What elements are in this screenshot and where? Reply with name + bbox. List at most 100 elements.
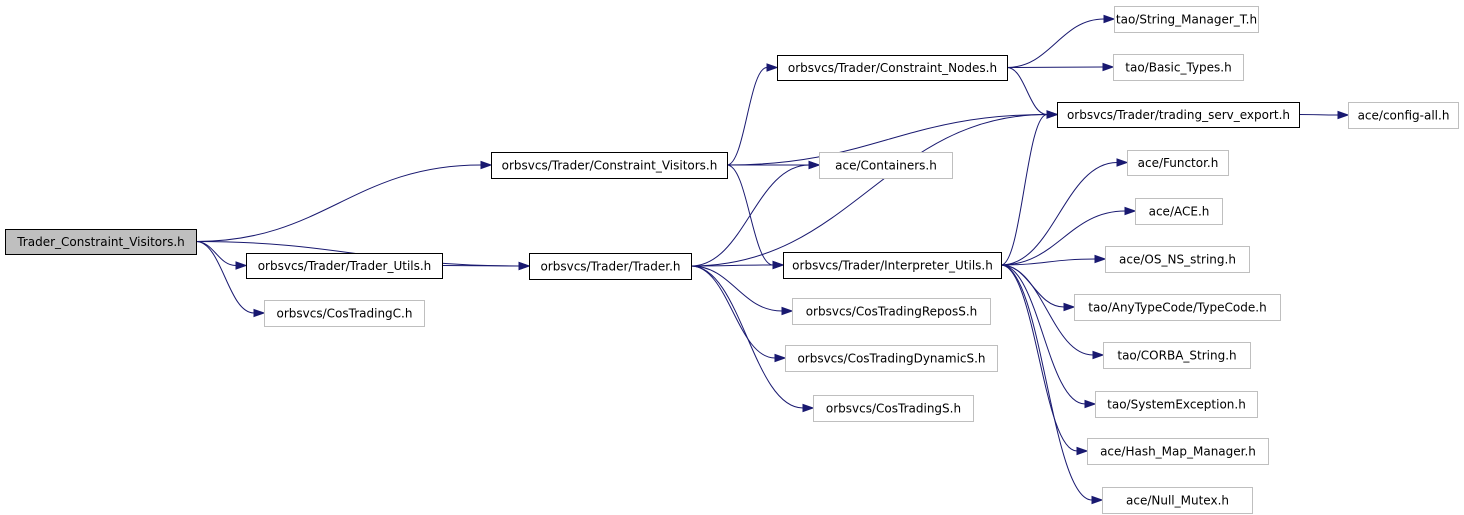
node-label-trader: orbsvcs/Trader/Trader.h (540, 260, 680, 274)
node-box-os-ns-string (1105, 246, 1250, 273)
arrowhead-trader-to-interpreter-utils (772, 260, 785, 270)
edge-trader-utils-to-trader (441, 265, 520, 267)
edge-root-to-cos-trading-c (195, 241, 255, 314)
node-hash-map-manager[interactable]: ace/Hash_Map_Manager.h (1087, 438, 1269, 465)
node-label-corba-string: tao/CORBA_String.h (1117, 349, 1236, 363)
node-box-trading-serv-export (1057, 102, 1300, 128)
node-box-ace-h (1135, 198, 1223, 225)
node-box-functor (1127, 150, 1229, 176)
arrowhead-interpreter-utils-to-typecode (1063, 302, 1076, 312)
node-box-typecode (1074, 294, 1281, 321)
node-label-trading-serv-export: orbsvcs/Trader/trading_serv_export.h (1067, 108, 1290, 122)
edge-trader-to-containers (690, 164, 810, 267)
node-cos-trading-repos-s[interactable]: orbsvcs/CosTradingReposS.h (792, 298, 991, 325)
arrowhead-interpreter-utils-to-system-exception (1084, 399, 1097, 409)
edge-trader-to-cos-trading-s (690, 265, 804, 409)
node-label-interpreter-utils: orbsvcs/Trader/Interpreter_Utils.h (792, 259, 993, 273)
node-box-basic-types (1113, 54, 1244, 81)
edge-trader-to-cos-trading-repos-s (690, 265, 783, 312)
node-os-ns-string[interactable]: ace/OS_NS_string.h (1105, 246, 1250, 273)
arrowhead-interpreter-utils-to-trading-serv-export (1046, 110, 1059, 119)
edge-root-to-trader-utils (195, 241, 237, 266)
arrowhead-constraint-visitors-to-constraint-nodes (766, 63, 779, 72)
arrowhead-interpreter-utils-to-null-mutex (1091, 495, 1104, 505)
node-box-hash-map-manager (1087, 438, 1269, 465)
node-label-root: Trader_Constraint_Visitors.h (16, 235, 185, 249)
node-box-string-manager-t (1114, 6, 1259, 33)
node-typecode[interactable]: tao/AnyTypeCode/TypeCode.h (1074, 294, 1281, 321)
edge-interpreter-utils-to-functor (1000, 162, 1118, 266)
node-functor[interactable]: ace/Functor.h (1127, 150, 1229, 176)
node-corba-string[interactable]: tao/CORBA_String.h (1103, 342, 1251, 369)
node-root[interactable]: Trader_Constraint_Visitors.h (5, 229, 197, 255)
node-box-cos-trading-c (264, 300, 425, 327)
nodes-layer: Trader_Constraint_Visitors.h orbsvcs/Trad… (5, 6, 1459, 514)
arrowhead-interpreter-utils-to-os-ns-string (1094, 254, 1107, 264)
node-system-exception[interactable]: tao/SystemException.h (1095, 391, 1258, 418)
edge-interpreter-utils-to-ace-h (1000, 210, 1126, 266)
node-box-cos-trading-dynamic-s (785, 345, 998, 372)
node-box-corba-string (1103, 342, 1251, 369)
node-trading-serv-export[interactable]: orbsvcs/Trader/trading_serv_export.h (1057, 102, 1300, 128)
node-box-constraint-visitors (491, 152, 728, 179)
edge-constraint-visitors-to-trading-serv-export (726, 114, 1048, 166)
node-label-functor: ace/Functor.h (1138, 156, 1219, 170)
node-label-system-exception: tao/SystemException.h (1107, 398, 1246, 412)
node-label-typecode: tao/AnyTypeCode/TypeCode.h (1088, 301, 1266, 315)
edge-constraint-nodes-to-trading-serv-export (1006, 67, 1048, 115)
arrowhead-trader-to-cos-trading-s (802, 403, 815, 413)
node-label-trader-utils: orbsvcs/Trader/Trader_Utils.h (258, 259, 432, 273)
edge-constraint-nodes-to-string-manager-t (1006, 18, 1105, 68)
arrowhead-trading-serv-export-to-config-all (1337, 110, 1350, 120)
node-box-null-mutex (1102, 487, 1253, 514)
node-trader-utils[interactable]: orbsvcs/Trader/Trader_Utils.h (246, 253, 443, 279)
arrowhead-interpreter-utils-to-ace-h (1124, 206, 1137, 216)
arrowhead-interpreter-utils-to-hash-map-manager (1076, 446, 1089, 456)
node-basic-types[interactable]: tao/Basic_Types.h (1113, 54, 1244, 81)
node-label-null-mutex: ace/Null_Mutex.h (1126, 494, 1229, 508)
edge-interpreter-utils-to-trading-serv-export (1000, 114, 1048, 266)
node-label-basic-types: tao/Basic_Types.h (1125, 61, 1231, 75)
edge-interpreter-utils-to-null-mutex (1000, 264, 1093, 501)
node-string-manager-t[interactable]: tao/String_Manager_T.h (1114, 6, 1259, 33)
node-label-constraint-nodes: orbsvcs/Trader/Constraint_Nodes.h (788, 61, 997, 75)
node-constraint-nodes[interactable]: orbsvcs/Trader/Constraint_Nodes.h (777, 55, 1008, 81)
node-cos-trading-s[interactable]: orbsvcs/CosTradingS.h (813, 395, 974, 422)
node-box-cos-trading-repos-s (792, 298, 991, 325)
node-label-hash-map-manager: ace/Hash_Map_Manager.h (1100, 445, 1256, 459)
edge-constraint-visitors-to-constraint-nodes (726, 67, 768, 166)
node-trader[interactable]: orbsvcs/Trader/Trader.h (529, 253, 692, 280)
node-label-config-all: ace/config-all.h (1358, 109, 1450, 123)
node-constraint-visitors[interactable]: orbsvcs/Trader/Constraint_Visitors.h (491, 152, 728, 179)
node-null-mutex[interactable]: ace/Null_Mutex.h (1102, 487, 1253, 514)
node-cos-trading-dynamic-s[interactable]: orbsvcs/CosTradingDynamicS.h (785, 345, 998, 372)
edge-interpreter-utils-to-system-exception (1000, 264, 1086, 405)
arrowhead-root-to-cos-trading-c (253, 308, 266, 318)
node-label-string-manager-t: tao/String_Manager_T.h (1116, 13, 1257, 27)
node-box-interpreter-utils (783, 252, 1002, 279)
node-box-containers (819, 152, 953, 179)
edge-root-to-constraint-visitors (195, 164, 482, 242)
node-label-cos-trading-c: orbsvcs/CosTradingC.h (277, 307, 413, 321)
arrowhead-root-to-constraint-visitors (480, 160, 493, 170)
node-ace-h[interactable]: ace/ACE.h (1135, 198, 1223, 225)
arrowhead-constraint-nodes-to-basic-types (1102, 62, 1115, 72)
node-box-root (5, 229, 197, 255)
node-label-cos-trading-s: orbsvcs/CosTradingS.h (826, 402, 961, 416)
node-label-ace-h: ace/ACE.h (1149, 205, 1210, 219)
node-containers[interactable]: ace/Containers.h (819, 152, 953, 179)
node-label-cos-trading-dynamic-s: orbsvcs/CosTradingDynamicS.h (797, 352, 985, 366)
node-interpreter-utils[interactable]: orbsvcs/Trader/Interpreter_Utils.h (783, 252, 1002, 279)
edge-trader-to-trading-serv-export (690, 114, 1048, 267)
edge-constraint-nodes-to-basic-types (1006, 66, 1104, 68)
node-box-constraint-nodes (777, 55, 1008, 81)
node-cos-trading-c[interactable]: orbsvcs/CosTradingC.h (264, 300, 425, 327)
node-label-cos-trading-repos-s: orbsvcs/CosTradingReposS.h (806, 305, 978, 319)
edge-trading-serv-export-to-config-all (1298, 114, 1339, 116)
edge-interpreter-utils-to-os-ns-string (1000, 258, 1096, 266)
arrowhead-interpreter-utils-to-corba-string (1092, 350, 1105, 360)
node-config-all[interactable]: ace/config-all.h (1348, 102, 1459, 129)
arrowhead-interpreter-utils-to-functor (1116, 158, 1129, 167)
edge-trader-to-cos-trading-dynamic-s (690, 265, 776, 359)
